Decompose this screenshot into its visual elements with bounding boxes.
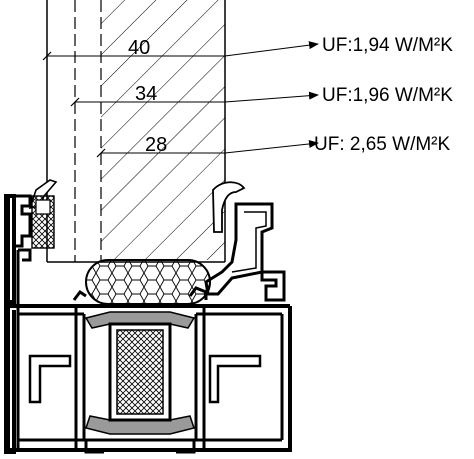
glass-pane-inner-hatched xyxy=(101,0,225,260)
leader-line-40 xyxy=(224,41,319,57)
frame-left-ledge xyxy=(18,248,32,262)
setting-block xyxy=(85,259,211,305)
bead-clip-profile xyxy=(204,202,274,296)
frame-left-chamber xyxy=(28,354,72,404)
right-glazing-bead xyxy=(204,181,286,302)
leader-line-28 xyxy=(224,139,319,154)
dimension-lines xyxy=(42,41,319,158)
frame-profile xyxy=(4,194,292,454)
bead-hook xyxy=(260,270,286,302)
uf-label-40: UF:1,94 W/M²K xyxy=(322,35,453,56)
uf-label-28: UF: 2,65 W/M²K xyxy=(314,134,451,155)
leader-line-34 xyxy=(224,91,319,103)
left-glazing-gasket xyxy=(12,179,58,249)
glass-pane-outer xyxy=(47,0,101,260)
right-gasket-lip xyxy=(212,181,246,233)
glazing-unit xyxy=(46,0,226,263)
frame-bottom-foot-right xyxy=(176,440,196,454)
frame-top-hook-left xyxy=(72,289,87,301)
uf-label-34: UF:1,96 W/M²K xyxy=(322,85,453,106)
dimension-value-28: 28 xyxy=(145,134,167,156)
frame-right-chamber xyxy=(208,354,262,404)
insulation-core-fill xyxy=(116,329,164,415)
dimension-value-40: 40 xyxy=(128,37,150,59)
insulation-core xyxy=(108,322,172,422)
left-bead-profile xyxy=(12,194,32,248)
frame-top-hook-right xyxy=(188,286,208,300)
gasket-hollow xyxy=(35,199,51,215)
bead-inner-edge xyxy=(231,211,267,273)
dimension-value-34: 34 xyxy=(135,83,157,105)
frame-bottom-foot-left xyxy=(84,440,104,454)
